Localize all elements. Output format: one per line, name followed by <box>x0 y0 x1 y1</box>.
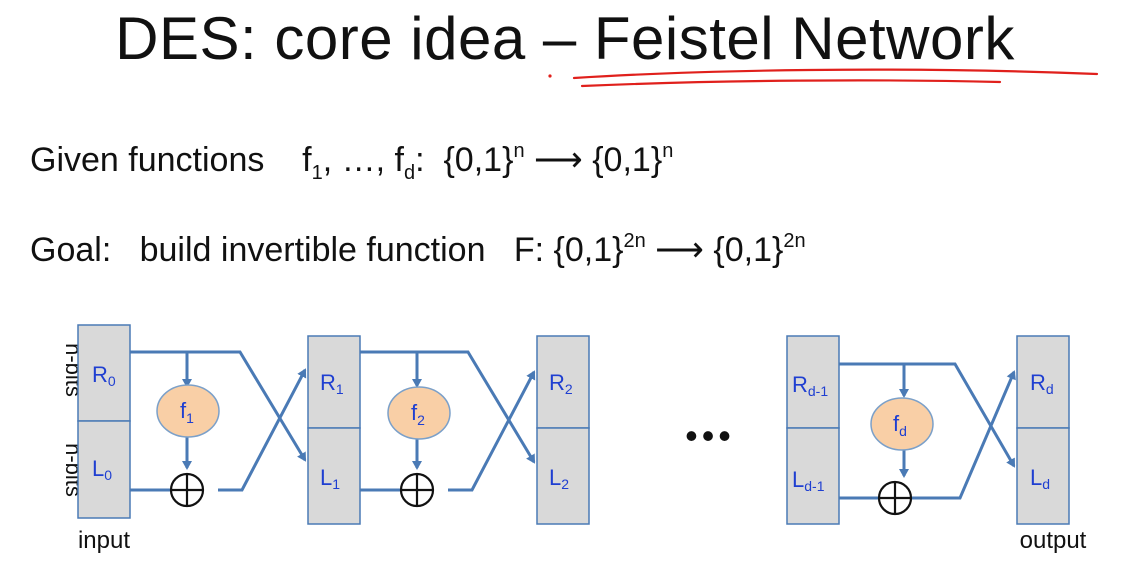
fd-sub: d <box>899 423 907 439</box>
r0-label: R <box>92 362 108 387</box>
r2-sub: 2 <box>565 381 573 397</box>
register-d-1: Rd-1 Ld-1 <box>786 335 840 525</box>
function-fd: fd <box>870 397 934 451</box>
given-f1: f <box>302 141 312 179</box>
svg-text:Rd: Rd <box>1030 370 1054 397</box>
given-fd: f <box>394 141 404 179</box>
given-sub-d: d <box>403 161 416 184</box>
svg-text:Ld-1: Ld-1 <box>792 467 825 494</box>
input-label: input <box>78 527 130 554</box>
r1-label: R <box>320 370 336 395</box>
l1-label: L <box>320 465 332 490</box>
goal-codomain: {0,1} <box>713 231 784 269</box>
ld-sub: d <box>1042 476 1050 492</box>
r2-label: R <box>549 370 565 395</box>
given-domain: : {0,1} <box>415 141 514 179</box>
goal-lead: Goal: <box>30 231 112 269</box>
given-arrow: ⟶ <box>524 141 593 179</box>
xor-icon <box>877 480 913 516</box>
goal-exp-1: 2n <box>623 229 646 252</box>
ld1-label: L <box>792 467 804 492</box>
svg-text:R1: R1 <box>320 370 344 397</box>
svg-text:Rd-1: Rd-1 <box>792 372 828 399</box>
svg-text:fd: fd <box>893 411 907 439</box>
ellipsis: ••• <box>685 415 735 456</box>
xor-icon <box>399 472 435 508</box>
register-d: Rd Ld <box>1016 335 1070 525</box>
svg-text:L2: L2 <box>549 465 569 492</box>
register-1: R1 L1 <box>307 335 361 525</box>
given-exp-2: n <box>662 139 674 162</box>
title-highlight: Feistel Network <box>593 5 1015 72</box>
svg-text:L1: L1 <box>320 465 340 492</box>
given-exp-1: n <box>513 139 525 162</box>
slide-title: DES: core idea – Feistel Network <box>0 4 1130 73</box>
f2-name: f <box>411 400 418 425</box>
rd-label: R <box>1030 370 1046 395</box>
svg-text:Ld: Ld <box>1030 465 1050 492</box>
l2-sub: 2 <box>561 476 569 492</box>
r0-sub: 0 <box>108 373 116 389</box>
l0-sub: 0 <box>104 467 112 483</box>
l1-sub: 1 <box>332 476 340 492</box>
register-2: R2 L2 <box>536 335 590 525</box>
given-line: Given functions f1, …, fd: {0,1}n ⟶ {0,1… <box>30 140 673 185</box>
svg-text:f2: f2 <box>411 400 425 428</box>
round-d-wires <box>839 362 1016 500</box>
rd1-label: R <box>792 372 808 397</box>
goal-arrow: ⟶ <box>645 231 714 269</box>
title-prefix: DES: core idea – <box>115 5 594 72</box>
svg-text:R2: R2 <box>549 370 573 397</box>
goal-F: F: {0,1} <box>513 231 624 269</box>
goal-exp-2: 2n <box>783 229 806 252</box>
red-dot <box>548 74 552 78</box>
output-label: output <box>1020 527 1087 554</box>
function-f2: f2 <box>387 386 451 440</box>
function-f1: f1 <box>156 384 220 438</box>
l2-label: L <box>549 465 561 490</box>
goal-text: build invertible function <box>139 231 486 269</box>
given-codomain: {0,1} <box>592 141 663 179</box>
ld-label: L <box>1030 465 1042 490</box>
svg-text:L0: L0 <box>92 456 112 483</box>
l0-label: L <box>92 456 104 481</box>
f1-sub: 1 <box>186 410 194 426</box>
ld1-sub: d-1 <box>804 478 824 494</box>
f2-sub: 2 <box>417 412 425 428</box>
svg-text:R0: R0 <box>92 362 116 389</box>
rd-sub: d <box>1046 381 1054 397</box>
given-lead: Given functions <box>30 141 265 179</box>
goal-line: Goal: build invertible function F: {0,1}… <box>30 230 806 270</box>
f1-name: f <box>180 398 187 423</box>
svg-text:f1: f1 <box>180 398 194 426</box>
given-mid: , …, <box>322 141 395 179</box>
round-1-wires <box>130 350 307 492</box>
r1-sub: 1 <box>336 381 344 397</box>
red-underline <box>572 68 1099 88</box>
fd-name: f <box>893 411 900 436</box>
xor-icon <box>169 472 205 508</box>
round-2-wires <box>360 350 536 492</box>
register-0: R0 L0 <box>77 324 131 519</box>
rd1-sub: d-1 <box>808 383 828 399</box>
given-sub-1: 1 <box>311 161 323 184</box>
